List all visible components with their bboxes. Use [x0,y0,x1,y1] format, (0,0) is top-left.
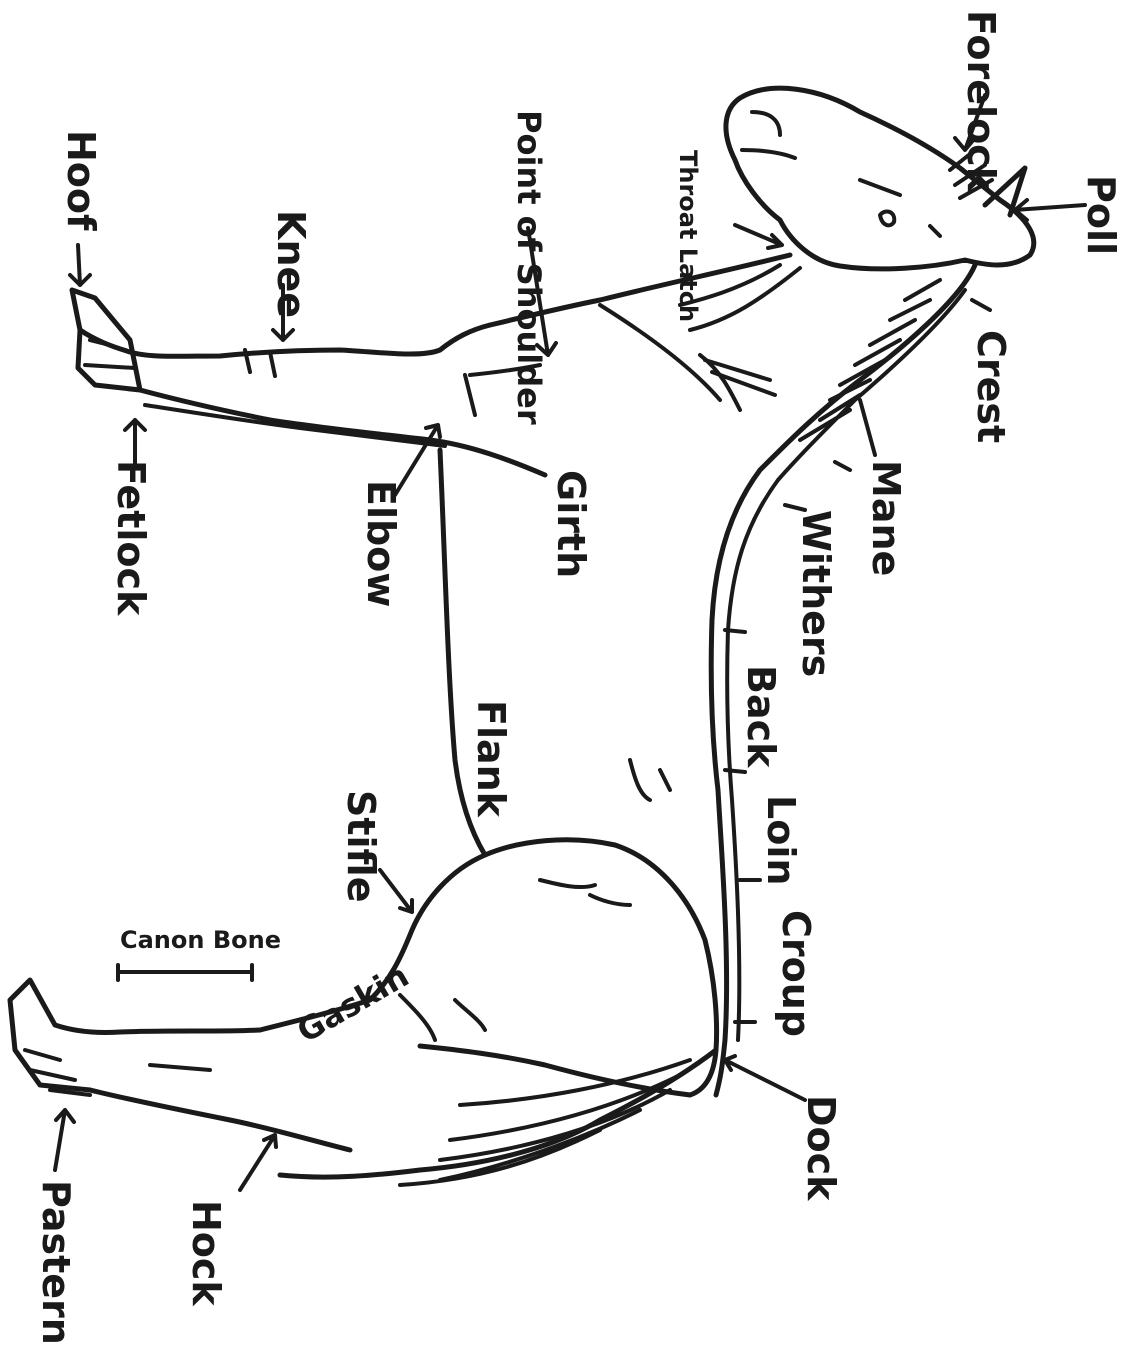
hock-arrow [240,1135,276,1190]
throat-arrow [735,225,782,248]
knee-arrow [273,285,293,340]
dock-arrow [725,1056,805,1100]
stifle-arrow [380,870,412,912]
poll-arrow [1015,200,1085,220]
shoulder-arrow [528,228,556,355]
hoof-arrow [70,245,90,285]
fetlock-arrow [125,420,145,465]
section-brackets [725,300,990,1022]
mane-arrow [860,400,875,455]
pastern-arrow [55,1110,74,1170]
forelock-arrow [955,95,985,150]
canon-bone-bracket [118,965,252,980]
elbow-arrow [395,425,440,495]
